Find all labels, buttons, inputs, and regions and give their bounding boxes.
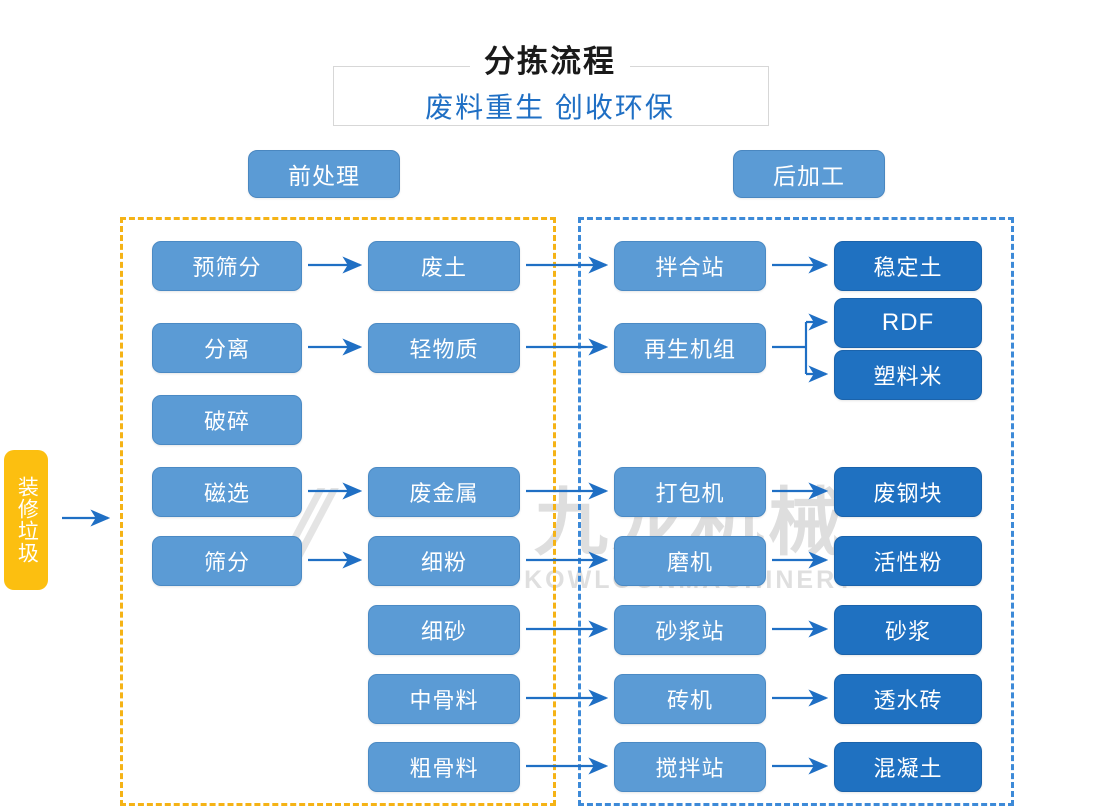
node-pre-output-5[interactable]: 中骨料 <box>368 674 520 724</box>
section-header-pre-processing-label: 前处理 <box>288 163 360 189</box>
node-label: 废金属 <box>409 481 479 506</box>
page-title: 分拣流程 <box>0 36 1100 81</box>
node-label: 磨机 <box>666 550 713 575</box>
node-post-output-0[interactable]: 稳定土 <box>834 241 982 291</box>
node-label: 打包机 <box>655 481 725 506</box>
node-pre-output-0[interactable]: 废土 <box>368 241 520 291</box>
node-pre-process-2[interactable]: 破碎 <box>152 395 302 445</box>
node-pre-output-6[interactable]: 粗骨料 <box>368 742 520 792</box>
node-label: 搅拌站 <box>655 756 725 781</box>
node-post-output-7[interactable]: 混凝土 <box>834 742 982 792</box>
node-post-process-6[interactable]: 搅拌站 <box>614 742 766 792</box>
node-label: 细粉 <box>420 550 467 575</box>
node-post-process-0[interactable]: 拌合站 <box>614 241 766 291</box>
node-label: 活性粉 <box>873 550 943 575</box>
node-label: 再生机组 <box>643 337 736 362</box>
node-post-output-6[interactable]: 透水砖 <box>834 674 982 724</box>
node-label: 破碎 <box>203 409 250 434</box>
page-title-text: 分拣流程 <box>470 44 630 79</box>
node-label: 废土 <box>420 255 467 280</box>
node-pre-process-0[interactable]: 预筛分 <box>152 241 302 291</box>
node-label: 磁选 <box>203 481 250 506</box>
node-label: 砂浆站 <box>655 619 725 644</box>
node-pre-process-1[interactable]: 分离 <box>152 323 302 373</box>
node-label: 预筛分 <box>192 255 262 280</box>
node-label: 中骨料 <box>409 688 479 713</box>
node-pre-output-4[interactable]: 细砂 <box>368 605 520 655</box>
node-label: 透水砖 <box>873 688 943 713</box>
node-label: 粗骨料 <box>409 756 479 781</box>
node-post-output-4[interactable]: 活性粉 <box>834 536 982 586</box>
node-post-process-4[interactable]: 砂浆站 <box>614 605 766 655</box>
node-post-output-5[interactable]: 砂浆 <box>834 605 982 655</box>
node-label: 轻物质 <box>409 337 479 362</box>
node-post-process-3[interactable]: 磨机 <box>614 536 766 586</box>
section-header-post-processing[interactable]: 后加工 <box>733 150 885 198</box>
input-node-renovation-waste[interactable]: 装修垃圾 <box>4 450 48 590</box>
node-label: 混凝土 <box>873 756 943 781</box>
node-label: 稳定土 <box>873 255 943 280</box>
node-label: 筛分 <box>203 550 250 575</box>
node-post-output-2[interactable]: 塑料米 <box>834 350 982 400</box>
node-pre-process-4[interactable]: 筛分 <box>152 536 302 586</box>
page-subtitle: 废料重生 创收环保 <box>0 86 1100 126</box>
node-label: 细砂 <box>420 619 467 644</box>
zone-post-processing <box>578 217 1014 806</box>
node-post-process-2[interactable]: 打包机 <box>614 467 766 517</box>
node-label: RDF <box>881 309 935 336</box>
page-subtitle-text: 废料重生 创收环保 <box>413 92 687 123</box>
node-post-output-1[interactable]: RDF <box>834 298 982 348</box>
node-label: 砖机 <box>666 688 713 713</box>
node-post-process-5[interactable]: 砖机 <box>614 674 766 724</box>
node-label: 拌合站 <box>655 255 725 280</box>
node-post-process-1[interactable]: 再生机组 <box>614 323 766 373</box>
node-label: 砂浆 <box>884 619 931 644</box>
section-header-pre-processing[interactable]: 前处理 <box>248 150 400 198</box>
node-label: 废钢块 <box>873 481 943 506</box>
node-label: 分离 <box>203 337 250 362</box>
node-pre-process-3[interactable]: 磁选 <box>152 467 302 517</box>
node-pre-output-2[interactable]: 废金属 <box>368 467 520 517</box>
node-post-output-3[interactable]: 废钢块 <box>834 467 982 517</box>
node-pre-output-1[interactable]: 轻物质 <box>368 323 520 373</box>
section-header-post-processing-label: 后加工 <box>773 163 845 189</box>
node-pre-output-3[interactable]: 细粉 <box>368 536 520 586</box>
zone-pre-processing <box>120 217 556 806</box>
input-node-label: 装修垃圾 <box>15 476 39 564</box>
node-label: 塑料米 <box>873 364 943 389</box>
